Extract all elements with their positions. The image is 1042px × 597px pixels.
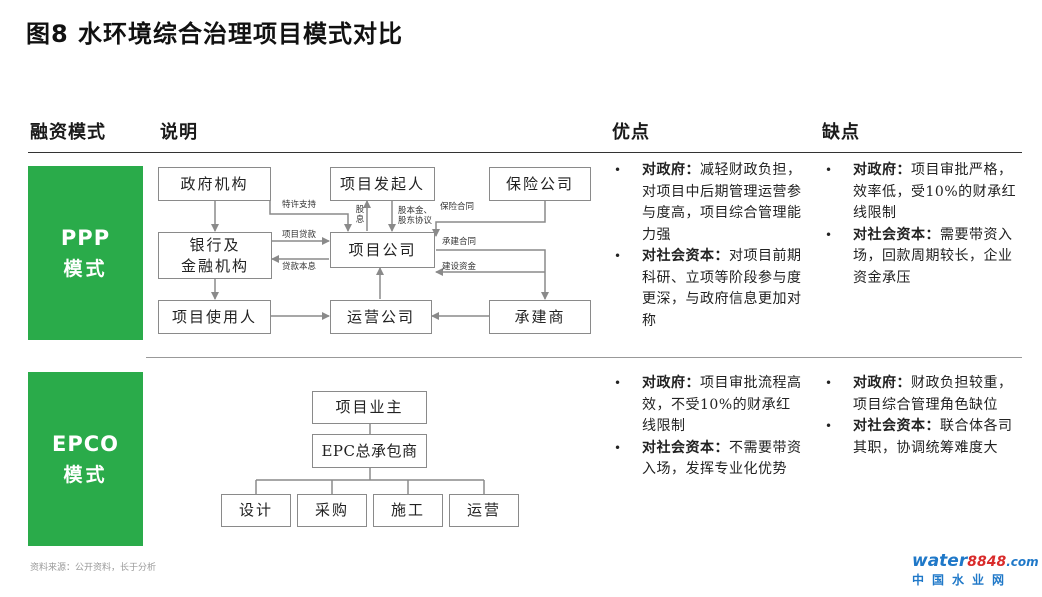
- bullet-icon: •: [614, 376, 622, 390]
- epco-mode-box: EPCO 模式: [28, 372, 143, 546]
- node-project-owner: 项目业主: [312, 391, 427, 424]
- label-build-contract: 承建合同: [442, 237, 477, 247]
- epco-con-head: 对社会资本：: [853, 418, 940, 434]
- header-description: 说明: [160, 122, 198, 143]
- bullet-icon: •: [825, 419, 833, 433]
- water8848-logo: water8848.com 中国水业网: [912, 551, 1039, 588]
- epco-pro-head: 对社会资本：: [642, 439, 729, 456]
- ppp-con-text: 需要带资入场，回款周期较长，企业资金承压: [853, 226, 1013, 286]
- header-divider: [28, 152, 1022, 153]
- header-cons: 缺点: [822, 122, 860, 143]
- node-project-company: 项目公司: [330, 232, 435, 268]
- node-bank: 银行及 金融机构: [158, 232, 272, 279]
- ppp-con-item: • 对政府：项目审批严格，效率低，受10%的财承红线限制: [823, 160, 1020, 225]
- epco-pro-text: 不需要带资入场，发挥专业化优势: [642, 439, 802, 478]
- epco-mode-label: 模式: [63, 463, 108, 486]
- epco-pro-item: • 对政府：项目审批流程高效，不受10%的财承红线限制: [612, 373, 802, 438]
- label-license-support: 特许支持: [282, 200, 317, 210]
- epco-con-item: • 对政府：财政负担较重，项目综合管理角色缺位: [823, 373, 1020, 416]
- node-operation: 运营: [449, 494, 519, 527]
- ppp-mode-label: 模式: [63, 257, 108, 280]
- label-loan-repay: 贷款本息: [282, 262, 317, 272]
- epco-label: EPCO: [52, 431, 119, 456]
- label-capital-line2: 股东协议: [398, 216, 433, 227]
- node-purchase: 采购: [297, 494, 367, 527]
- row-divider: [146, 357, 1022, 358]
- bullet-icon: •: [825, 376, 833, 390]
- source-note: 资料来源：公开资料，长于分析: [30, 563, 157, 573]
- figure-title: 图8 水环境综合治理项目模式对比: [26, 20, 404, 48]
- epco-con-head: 对政府：: [853, 375, 911, 391]
- label-project-loan: 项目贷款: [282, 230, 317, 240]
- node-project-user: 项目使用人: [158, 300, 271, 334]
- ppp-label: PPP: [60, 225, 111, 250]
- logo-com: .com: [1006, 555, 1039, 569]
- bullet-icon: •: [614, 440, 622, 455]
- epco-con-text: 财政负担较重，项目综合管理角色缺位: [853, 375, 1013, 413]
- ppp-con-item: • 对社会资本：需要带资入场，回款周期较长，企业资金承压: [823, 225, 1020, 290]
- bullet-icon: •: [614, 163, 622, 177]
- label-capital-line1: 股本金、: [398, 206, 433, 216]
- ppp-pro-text: 对项目前期科研、立项等阶段参与度更深，与政府信息更加对称: [642, 248, 802, 329]
- label-build-fund: 建设资金: [442, 262, 477, 272]
- epco-pro-head: 对政府：: [642, 375, 700, 391]
- label-insurance-contract: 保险合同: [440, 202, 475, 212]
- ppp-pro-item: • 对社会资本：对项目前期科研、立项等阶段参与度更深，与政府信息更加对称: [612, 246, 802, 332]
- ppp-pro-item: • 对政府：减轻财政负担，对项目中后期管理运营参与度高，项目综合管理能力强: [612, 160, 802, 246]
- bullet-icon: •: [825, 163, 833, 177]
- logo-8848: 8848: [967, 554, 1007, 570]
- node-operator: 运营公司: [330, 300, 432, 334]
- node-contractor: 承建商: [489, 300, 591, 334]
- node-insurance: 保险公司: [489, 167, 591, 201]
- epco-pros-list: • 对政府：项目审批流程高效，不受10%的财承红线限制 • 对社会资本：不需要带资入…: [612, 373, 802, 481]
- ppp-con-head: 对社会资本：: [853, 226, 940, 243]
- ppp-pro-head: 对政府：: [642, 162, 700, 178]
- epco-pro-text: 项目审批流程高效，不受10%的财承红线限制: [642, 375, 802, 434]
- epco-pro-item: • 对社会资本：不需要带资入场，发挥专业化优势: [612, 438, 802, 481]
- ppp-cons-list: • 对政府：项目审批严格，效率低，受10%的财承红线限制 • 对社会资本：需要带资入…: [823, 160, 1020, 289]
- header-pros: 优点: [612, 122, 650, 143]
- ppp-pro-head: 对社会资本：: [642, 248, 729, 264]
- ppp-mode-box: PPP 模式: [28, 166, 143, 340]
- node-design: 设计: [221, 494, 291, 527]
- node-government: 政府机构: [158, 167, 271, 201]
- header-financing-mode: 融资模式: [30, 122, 106, 143]
- ppp-con-text: 项目审批严格，效率低，受10%的财承红线限制: [853, 162, 1017, 221]
- ppp-pros-list: • 对政府：减轻财政负担，对项目中后期管理运营参与度高，项目综合管理能力强 • 对社…: [612, 160, 802, 332]
- node-sponsor: 项目发起人: [330, 167, 435, 201]
- label-capital: 股本金、 股东协议: [398, 206, 432, 226]
- bullet-icon: •: [825, 227, 833, 242]
- node-epc-contractor: EPC总承包商: [312, 434, 427, 468]
- epco-cons-list: • 对政府：财政负担较重，项目综合管理角色缺位 • 对社会资本：联合体各司其职，协调…: [823, 373, 1020, 459]
- label-dividend: 股息: [355, 205, 365, 226]
- epco-con-item: • 对社会资本：联合体各司其职，协调统筹难度大: [823, 416, 1020, 459]
- logo-water: water: [912, 551, 968, 571]
- bullet-icon: •: [614, 249, 622, 263]
- epco-con-text: 联合体各司其职，协调统筹难度大: [853, 418, 1013, 456]
- ppp-con-head: 对政府：: [853, 162, 911, 178]
- node-construction: 施工: [373, 494, 443, 527]
- logo-chinese: 中国水业网: [912, 573, 1013, 587]
- arrow-build-contract: [436, 249, 549, 300]
- ppp-pro-text: 减轻财政负担，对项目中后期管理运营参与度高，项目综合管理能力强: [642, 162, 802, 243]
